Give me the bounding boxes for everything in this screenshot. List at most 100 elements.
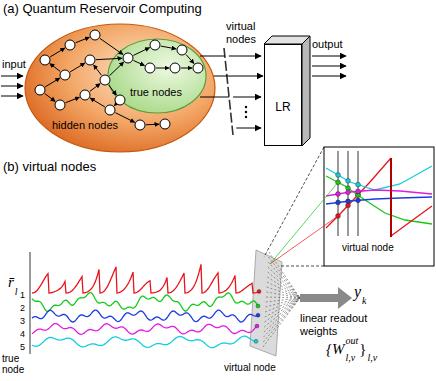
input-arrow [1,96,23,97]
readout-weight-line [268,262,300,298]
reservoir-node [90,30,100,40]
virtual-node-dot [254,339,258,343]
coupling-arrow [156,68,169,69]
sample-dot [346,178,351,183]
ellipsis-dot [245,116,247,118]
readout-arrow [236,128,261,129]
zoom-line [280,266,324,267]
axis-subscript: l [15,286,18,298]
coupling-arrow [45,94,55,102]
virtual-node-dot [255,324,259,328]
output-arrow [312,56,346,57]
panel-b-art [30,147,434,356]
coupling-arrow [90,98,105,107]
readout-weight-line [269,257,300,298]
axis-label: true node [2,353,32,375]
input-arrow [1,76,23,77]
reservoir-node [80,90,90,100]
input-label: input [2,58,26,71]
ellipsis-dot [245,106,247,108]
time-series [32,264,259,293]
coupling-arrow [100,38,123,54]
reservoir-network [24,23,216,153]
sample-dot [356,198,361,203]
coupling-arrow [186,54,194,63]
sample-dot [336,173,341,178]
readout-weight-line [267,277,300,298]
readout-weight-line [265,298,300,307]
virtual-node-dot [256,304,260,308]
readout-weight-line [266,292,300,298]
zoomed-signal [326,197,432,204]
region-ellipse [108,39,206,113]
readout-weight-line [269,252,300,298]
sample-dot [336,180,341,185]
virtual-nodes-label: virtual nodes [226,20,270,45]
zoomed-signal [326,166,432,190]
reservoir-node [135,120,145,130]
reservoir-node [105,105,115,115]
sample-dot [356,182,361,187]
reservoir-node [177,45,187,55]
panel-title: (b) virtual nodes [3,160,96,175]
output-arrow [312,66,346,67]
readout-arrow [233,97,261,98]
reservoir-node [145,63,155,73]
virtual-node-dot [256,313,260,317]
reservoir-node [55,100,65,110]
output-arrow-head [338,287,352,309]
plane-label: virtual node [224,362,276,374]
coupling-arrow [181,68,192,69]
reservoir-node [150,40,160,50]
coupling-arrow [115,113,134,123]
sample-dot [356,189,361,194]
time-series [32,293,258,312]
axis-symbol: r̄ [8,274,14,291]
reservoir-node [193,63,203,73]
axis-line [30,252,31,354]
sample-dot [346,190,351,195]
inset-label: virtual node [340,242,396,254]
reservoir-node [85,55,95,65]
ellipsis-dot [245,111,247,113]
output-arrow-shaft [300,294,340,302]
readout-weight-line [264,298,300,337]
readout-weight-line [267,282,300,298]
reservoir-node [60,70,70,80]
hidden-node-region: hidden nodestrue nodes [24,23,216,153]
row-number: 2 [20,303,25,313]
reservoir-node [160,119,170,129]
reservoir-node [35,85,45,95]
readout-weight-line [268,267,300,298]
coupling-arrow [114,104,116,106]
panel-title: (a) Quantum Reservoir Computing [3,2,202,17]
time-series [32,324,257,335]
connector-arrow [207,76,263,77]
sample-dot [336,214,341,219]
readout-weight-line [264,298,300,332]
coupling-arrow [109,62,123,76]
row-number: 1 [20,290,25,300]
virtual-node-bar [224,48,233,135]
region-ellipse [25,24,215,152]
coupling-arrow [50,64,60,72]
tap-line [200,97,229,98]
sample-dot [336,200,341,205]
coupling-arrow [45,78,60,87]
reservoir-node [40,55,50,65]
time-series [32,310,258,322]
linear-regression-box: LR [264,44,302,146]
coupling-arrow [50,48,65,57]
signal-reset [390,158,392,237]
virtual-node-plane [250,250,282,356]
readout-weight-line [266,297,300,298]
readout-weight-line [263,298,300,342]
coupling-arrow [133,48,149,56]
tap-line [200,56,225,57]
sample-link [270,182,338,264]
weight-subscript: l,v [367,352,377,364]
weight-subscript: l,v [346,352,356,364]
readout-weight-line [265,298,301,322]
output-arrow [312,76,346,77]
